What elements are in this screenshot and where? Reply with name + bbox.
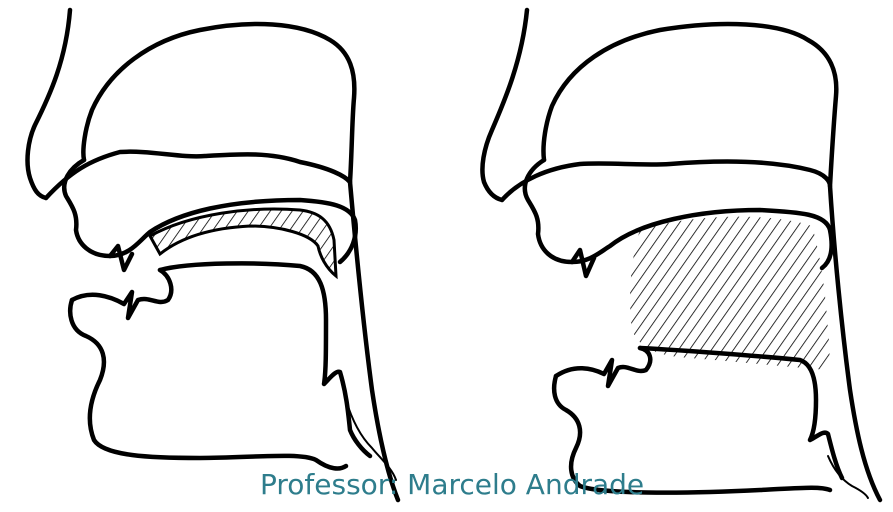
left-profile [28, 10, 398, 500]
right-profile [482, 10, 880, 500]
professor-caption: Professor: Marcelo Andrade [260, 466, 730, 504]
left-pharynx [160, 263, 370, 456]
left-nasal-cavity [46, 24, 354, 198]
right-tongue-root [640, 348, 842, 478]
right-nasal-cavity [502, 24, 836, 200]
right-nose-outline [482, 10, 527, 200]
left-palate [64, 160, 356, 262]
left-jaw-outline [70, 300, 346, 468]
left-nose-outline [28, 10, 70, 198]
right-spine-line [830, 186, 880, 500]
right-lower-teeth [556, 348, 650, 386]
left-lower-teeth [72, 270, 171, 318]
